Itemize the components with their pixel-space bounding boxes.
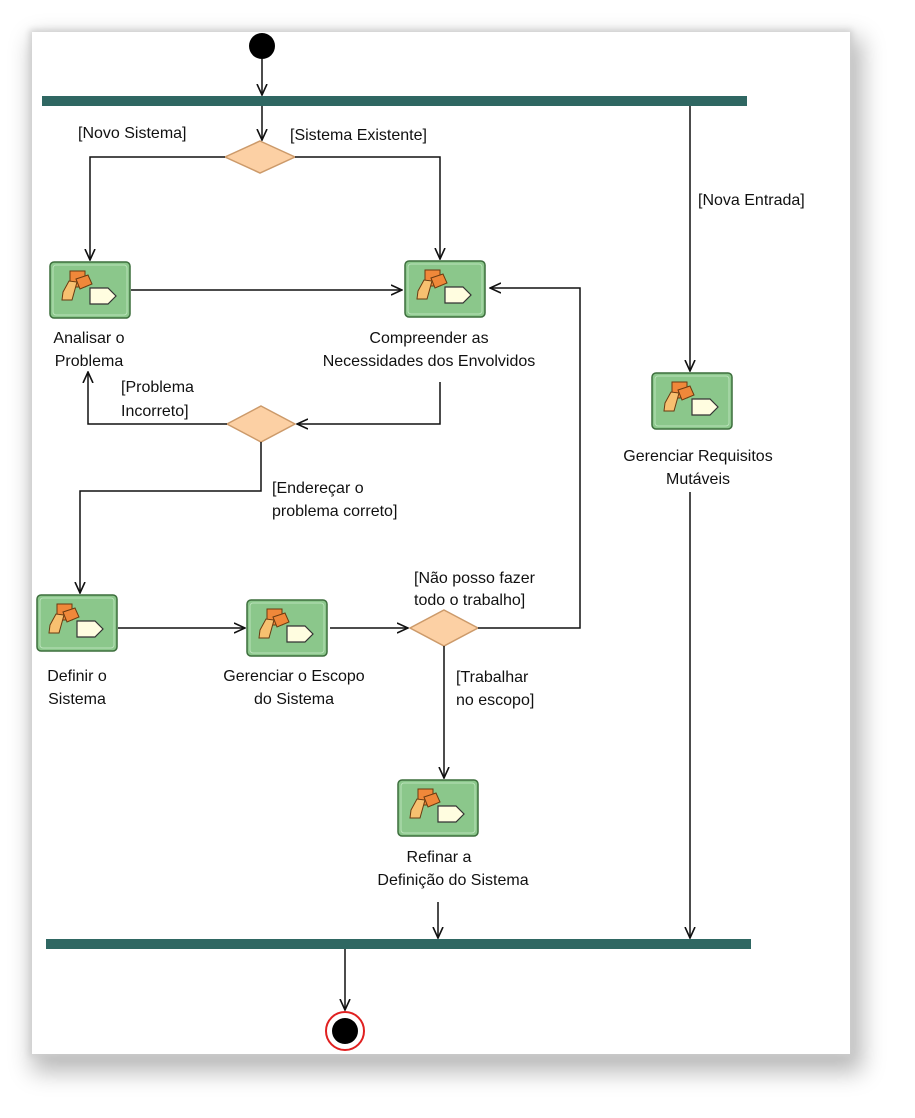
activity-compreender-label-line1: Compreender as [369,330,488,347]
diagram-panel [32,32,850,1054]
join-bar [46,939,751,949]
activity-icon [397,779,479,837]
activity-icon [36,594,118,652]
activity-icon [49,261,131,319]
activity-gerenciar-req-label-line2: Mutáveis [666,471,730,488]
activity-icon [246,599,328,657]
activity-escopo-label-line1: Gerenciar o Escopo [223,668,365,685]
fork-bar [42,96,747,106]
edge-sistema-existente [295,156,440,259]
guard-nao-posso-line1: [Não posso fazer [414,570,536,587]
guard-nova-entrada: [Nova Entrada] [698,192,805,209]
guard-problema-incorreto-line1: [Problema [121,379,194,396]
activity-icon [651,372,733,430]
initial-node [249,33,275,59]
activity-escopo-label-line2: do Sistema [254,691,334,708]
edge-nao-posso [478,288,581,629]
activity-analisar-label-line1: Analisar o [53,330,124,347]
edge-novo-sistema [90,156,225,260]
decision-scope [408,609,480,647]
activity-gerenciar-req-label-line1: Gerenciar Requisitos [623,448,772,465]
decision-problem [225,405,297,443]
edge-problema-incorreto [88,372,227,425]
edge-enderecar [80,442,262,593]
guard-trabalhar-line1: [Trabalhar [456,669,529,686]
guard-sistema-existente: [Sistema Existente] [290,127,427,144]
guard-enderecar-line2: problema correto] [272,503,397,520]
activity-icon [404,260,486,318]
activity-refinar-label-line1: Refinar a [407,849,472,866]
guard-novo-sistema: [Novo Sistema] [78,125,186,142]
guard-trabalhar-line2: no escopo] [456,692,534,709]
guard-problema-incorreto-line2: Incorreto] [121,403,189,420]
final-node [332,1018,358,1044]
activity-analisar-label-line2: Problema [55,353,124,370]
activity-compreender-label-line2: Necessidades dos Envolvidos [323,353,536,370]
guard-nao-posso-line2: todo o trabalho] [414,592,525,609]
activity-definir-label-line1: Definir o [47,668,107,685]
activity-definir-label-line2: Sistema [48,691,106,708]
edge-compreender-to-decision [297,382,441,424]
guard-enderecar-line1: [Endereçar o [272,480,364,497]
activity-refinar-label-line2: Definição do Sistema [377,872,528,889]
decision-start [223,140,297,174]
